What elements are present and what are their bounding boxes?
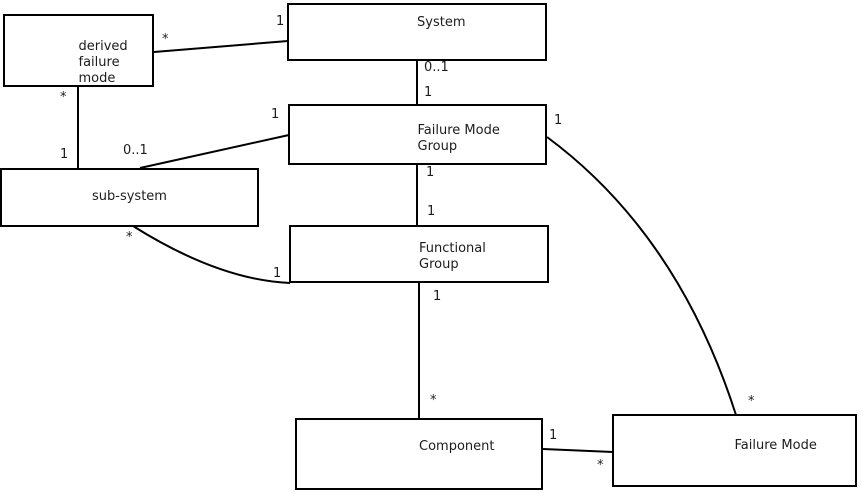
entity-component[interactable]: Component bbox=[295, 418, 543, 490]
multiplicity-sub-system-functional-group-one: 1 bbox=[273, 266, 282, 281]
multiplicity-derived-failure-mode-sub-system-one: 1 bbox=[60, 147, 69, 162]
multiplicity-functional-group-component-star: * bbox=[430, 393, 437, 408]
connector-component-to-failure-mode bbox=[542, 448, 614, 453]
connector-sub-system-to-functional-group bbox=[132, 225, 291, 284]
multiplicity-failure-mode-group-functional-group-one-bottom: 1 bbox=[427, 204, 436, 219]
entity-failure-mode[interactable]: Failure Mode bbox=[612, 414, 857, 487]
entity-sub-system-label-line1: sub-system bbox=[92, 189, 167, 204]
entity-derived-failure-mode[interactable]: derived failure mode bbox=[3, 14, 154, 87]
entity-sub-system[interactable]: sub-system bbox=[0, 168, 259, 227]
entity-functional-group-label-line1: Functional bbox=[419, 241, 486, 256]
multiplicity-derived-failure-mode-sub-system-star: * bbox=[60, 90, 67, 105]
entity-failure-mode-group-label-line2: Group bbox=[417, 139, 458, 154]
entity-derived-failure-mode-label-line1: derived bbox=[78, 39, 128, 54]
multiplicity-component-failure-mode-one: 1 bbox=[549, 428, 558, 443]
multiplicity-derived-failure-mode-system-one: 1 bbox=[276, 14, 285, 29]
entity-failure-mode-label: Failure Mode bbox=[735, 438, 817, 454]
entity-failure-mode-group-label-line1: Failure Mode bbox=[417, 123, 500, 138]
entity-derived-failure-mode-label-line3: mode bbox=[78, 71, 116, 86]
entity-failure-mode-group-label: Failure Mode Group bbox=[418, 123, 500, 155]
multiplicity-sub-system-failure-mode-group-zeroone: 0..1 bbox=[123, 143, 148, 158]
entity-system-label: System bbox=[417, 15, 465, 31]
connector-sub-system-to-failure-mode-group bbox=[139, 134, 290, 169]
entity-sub-system-label: sub-system bbox=[2, 189, 257, 205]
entity-functional-group[interactable]: Functional Group bbox=[289, 225, 549, 283]
multiplicity-failure-mode-group-functional-group-one-top: 1 bbox=[426, 165, 435, 180]
entity-failure-mode-group[interactable]: Failure Mode Group bbox=[288, 104, 547, 165]
entity-component-label: Component bbox=[419, 439, 494, 455]
multiplicity-sub-system-functional-group-star: * bbox=[126, 230, 133, 245]
connector-derived-failure-mode-to-system bbox=[153, 40, 289, 53]
multiplicity-system-failure-mode-group-zeroone: 0..1 bbox=[424, 60, 449, 75]
entity-derived-failure-mode-label-line2: failure bbox=[78, 55, 120, 70]
entity-failure-mode-label-line1: Failure Mode bbox=[734, 438, 817, 453]
entity-functional-group-label: Functional Group bbox=[419, 241, 486, 273]
multiplicity-failure-mode-group-failure-mode-star: * bbox=[748, 394, 755, 409]
entity-system-label-line1: System bbox=[417, 15, 466, 30]
connector-failure-mode-group-to-failure-mode bbox=[546, 136, 737, 416]
entity-derived-failure-mode-label: derived failure mode bbox=[79, 39, 128, 87]
multiplicity-system-failure-mode-group-one: 1 bbox=[424, 85, 433, 100]
multiplicity-derived-failure-mode-system-star: * bbox=[162, 32, 169, 47]
entity-functional-group-label-line2: Group bbox=[419, 257, 459, 272]
multiplicity-functional-group-component-one: 1 bbox=[433, 289, 442, 304]
multiplicity-failure-mode-group-failure-mode-one: 1 bbox=[554, 113, 563, 128]
entity-component-label-line1: Component bbox=[419, 439, 495, 454]
multiplicity-component-failure-mode-star: * bbox=[597, 458, 604, 473]
entity-system[interactable]: System bbox=[287, 3, 547, 61]
multiplicity-sub-system-failure-mode-group-one: 1 bbox=[271, 107, 280, 122]
